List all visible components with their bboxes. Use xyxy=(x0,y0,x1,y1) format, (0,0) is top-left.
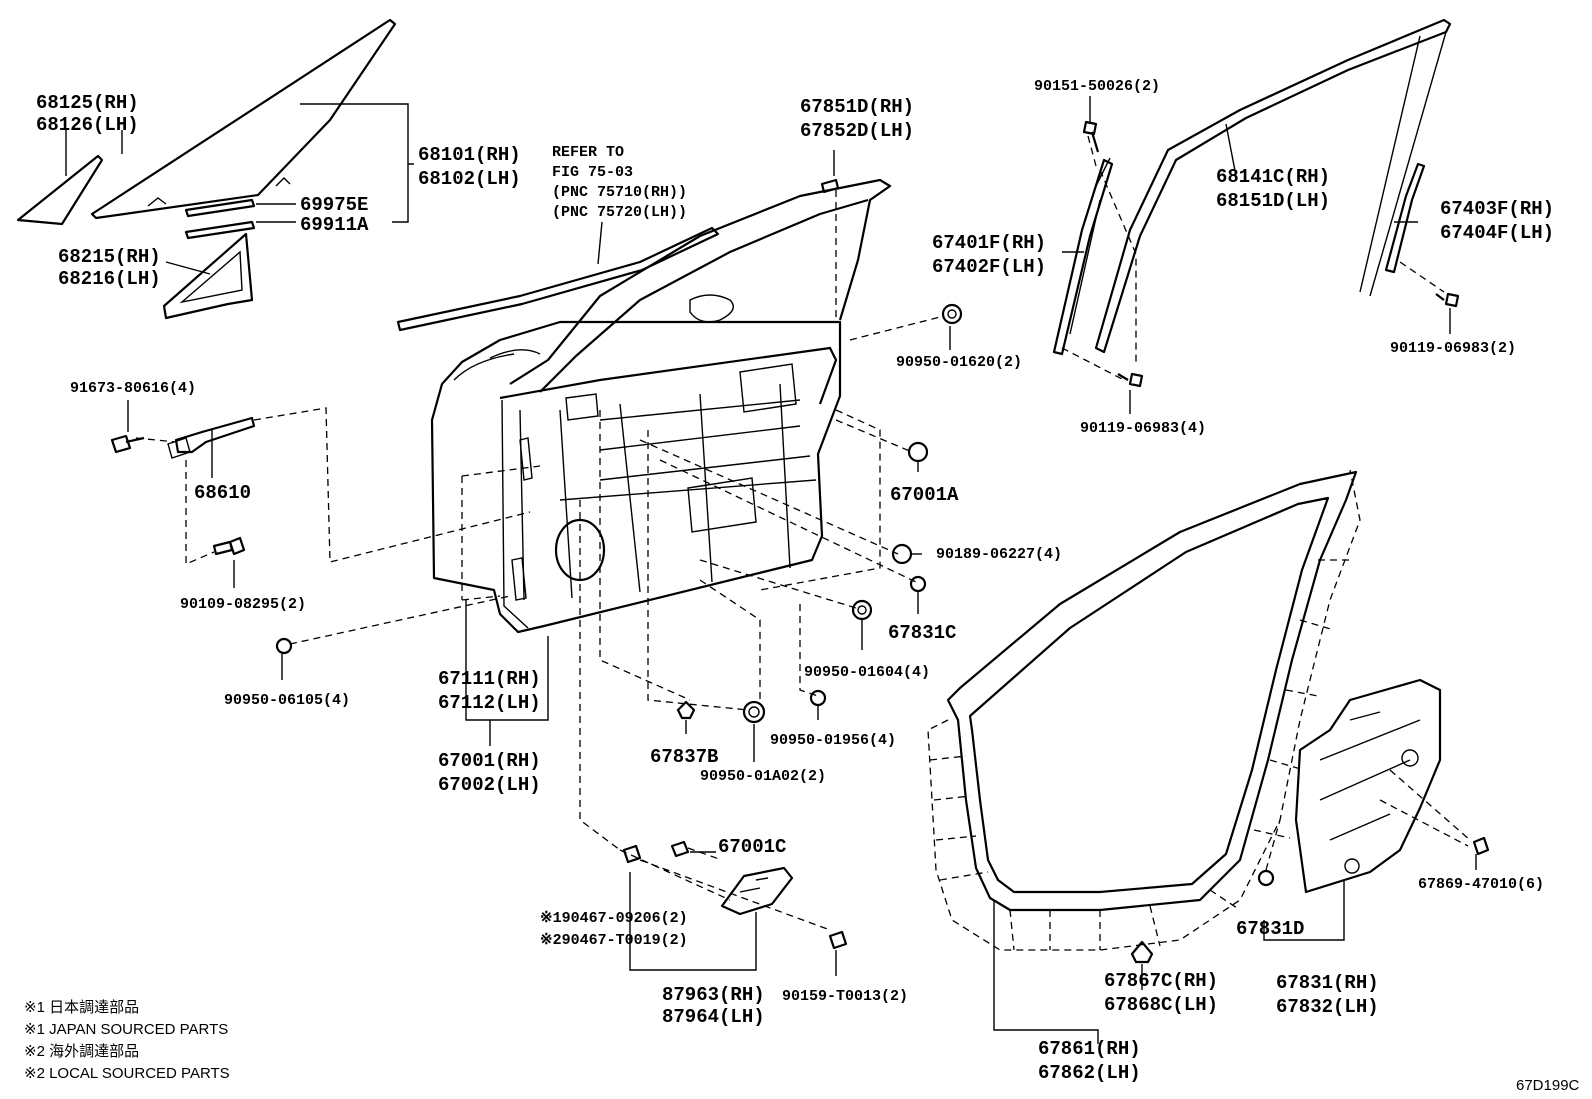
plug-90950-01604 xyxy=(851,599,873,621)
label-67832: 67832(LH) xyxy=(1276,996,1379,1018)
label-67867c: 67867C(RH) xyxy=(1104,970,1218,992)
label-87963: 87963(RH) xyxy=(662,984,765,1006)
label-67001: 67001(RH) xyxy=(438,750,541,772)
bolt-90109 xyxy=(212,536,246,556)
label-68216: 68216(LH) xyxy=(58,268,161,290)
clip-67867c xyxy=(1130,940,1154,964)
glass-channel-69911a xyxy=(184,220,256,240)
label-67001a: 67001A xyxy=(890,484,959,506)
label-67869: 67869-47010(6) xyxy=(1418,876,1544,893)
label-68102: 68102(LH) xyxy=(418,168,521,190)
label-90119-b: 90119-06983(4) xyxy=(1080,420,1206,437)
rear-frame-moulding-67403f xyxy=(1384,162,1426,274)
label-90950-01620: 90950-01620(2) xyxy=(896,354,1022,371)
label-refer-4: (PNC 75720(LH)) xyxy=(552,204,687,221)
label-90159: 90159-T0013(2) xyxy=(782,988,908,1005)
label-68141c: 68141C(RH) xyxy=(1216,166,1330,188)
clip-67869 xyxy=(1472,836,1490,856)
label-67868c: 67868C(LH) xyxy=(1104,994,1218,1016)
label-67402f: 67402F(LH) xyxy=(932,256,1046,278)
plug-67831d xyxy=(1257,869,1275,887)
screw-90151 xyxy=(1082,120,1100,153)
clip-90189 xyxy=(891,543,913,565)
label-67001c: 67001C xyxy=(718,836,786,858)
label-90950-01956: 90950-01956(4) xyxy=(770,732,896,749)
label-90950-06105: 90950-06105(4) xyxy=(224,692,350,709)
label-67112: 67112(LH) xyxy=(438,692,541,714)
plug-90950-01620 xyxy=(941,303,963,325)
note-1-en: ※1 JAPAN SOURCED PARTS xyxy=(24,1021,228,1038)
door-check-68610 xyxy=(167,416,256,459)
clip-67851d xyxy=(820,178,840,194)
grommet-67001c xyxy=(670,840,690,858)
sourcing-notes: ※1 日本調達部品 ※1 JAPAN SOURCED PARTS ※2 海外調達… xyxy=(24,999,230,1082)
label-refer-1: REFER TO xyxy=(552,144,624,161)
note-2-en: ※2 LOCAL SOURCED PARTS xyxy=(24,1065,230,1082)
label-67861: 67861(RH) xyxy=(1038,1038,1141,1060)
door-frame-moulding-67401f xyxy=(1052,157,1114,356)
service-hole-cover-67831 xyxy=(1294,678,1442,894)
label-67831d: 67831D xyxy=(1236,918,1304,940)
door-panel-assembly xyxy=(430,178,892,634)
label-67403f: 67403F(RH) xyxy=(1440,198,1554,220)
note-2-jp: ※2 海外調達部品 xyxy=(24,1043,139,1060)
label-67401f: 67401F(RH) xyxy=(932,232,1046,254)
label-90950-01604: 90950-01604(4) xyxy=(804,664,930,681)
label-90467-t0019: ※290467-T0019(2) xyxy=(540,932,688,949)
label-68126: 68126(LH) xyxy=(36,114,139,136)
label-68151d: 68151D(LH) xyxy=(1216,190,1330,212)
assembly-lines xyxy=(135,135,1471,931)
label-69975e: 69975E xyxy=(300,194,368,216)
label-91673: 91673-80616(4) xyxy=(70,380,196,397)
plug-90950-06105 xyxy=(275,637,293,655)
belt-moulding xyxy=(396,226,720,332)
label-67404f: 67404F(LH) xyxy=(1440,222,1554,244)
label-90109: 90109-08295(2) xyxy=(180,596,306,613)
door-weatherstrip-67861 xyxy=(927,469,1361,951)
leader-lines xyxy=(65,96,1477,1044)
quarter-glass xyxy=(16,154,104,226)
label-67831: 67831(RH) xyxy=(1276,972,1379,994)
label-67111: 67111(RH) xyxy=(438,668,541,690)
label-67852d: 67852D(LH) xyxy=(800,120,914,142)
label-87964: 87964(LH) xyxy=(662,1006,765,1028)
plug-90950-01a02 xyxy=(742,700,766,724)
label-90950-01a02: 90950-01A02(2) xyxy=(700,768,826,785)
screw-90119-a xyxy=(1435,292,1460,308)
label-68215: 68215(RH) xyxy=(58,246,161,268)
label-refer-3: (PNC 75710(RH)) xyxy=(552,184,687,201)
corner-piece-68215 xyxy=(162,232,254,320)
label-90467-09206: ※190467-09206(2) xyxy=(540,910,688,927)
label-67851d: 67851D(RH) xyxy=(800,96,914,118)
label-90119-a: 90119-06983(2) xyxy=(1390,340,1516,357)
label-90151: 90151-50026(2) xyxy=(1034,78,1160,95)
label-69911a: 69911A xyxy=(300,214,369,236)
label-68125: 68125(RH) xyxy=(36,92,139,114)
label-67862: 67862(LH) xyxy=(1038,1062,1141,1084)
label-67002: 67002(LH) xyxy=(438,774,541,796)
label-68101: 68101(RH) xyxy=(418,144,521,166)
label-90189: 90189-06227(4) xyxy=(936,546,1062,563)
screw-90119-b xyxy=(1117,372,1144,388)
door-frame-weatherstrip-68141c xyxy=(1094,18,1452,354)
plug-67831c xyxy=(909,575,927,593)
label-67837b: 67837B xyxy=(650,746,718,768)
label-67831c: 67831C xyxy=(888,622,956,644)
note-1-jp: ※1 日本調達部品 xyxy=(24,999,139,1016)
bolt-90159 xyxy=(828,930,848,950)
label-68610: 68610 xyxy=(194,482,251,504)
figure-code: 67D199C xyxy=(1516,1077,1580,1094)
grommet-67001a xyxy=(907,441,929,463)
part-labels: 68125(RH) 68126(LH) 68101(RH) 68102(LH) … xyxy=(36,78,1554,1084)
door-glass xyxy=(90,18,397,220)
label-refer-2: FIG 75-03 xyxy=(552,164,633,181)
glass-channel-69975e xyxy=(184,198,256,218)
bolt-90467 xyxy=(622,844,642,864)
hinge-87963 xyxy=(720,866,794,916)
plug-90950-01956 xyxy=(809,689,827,707)
